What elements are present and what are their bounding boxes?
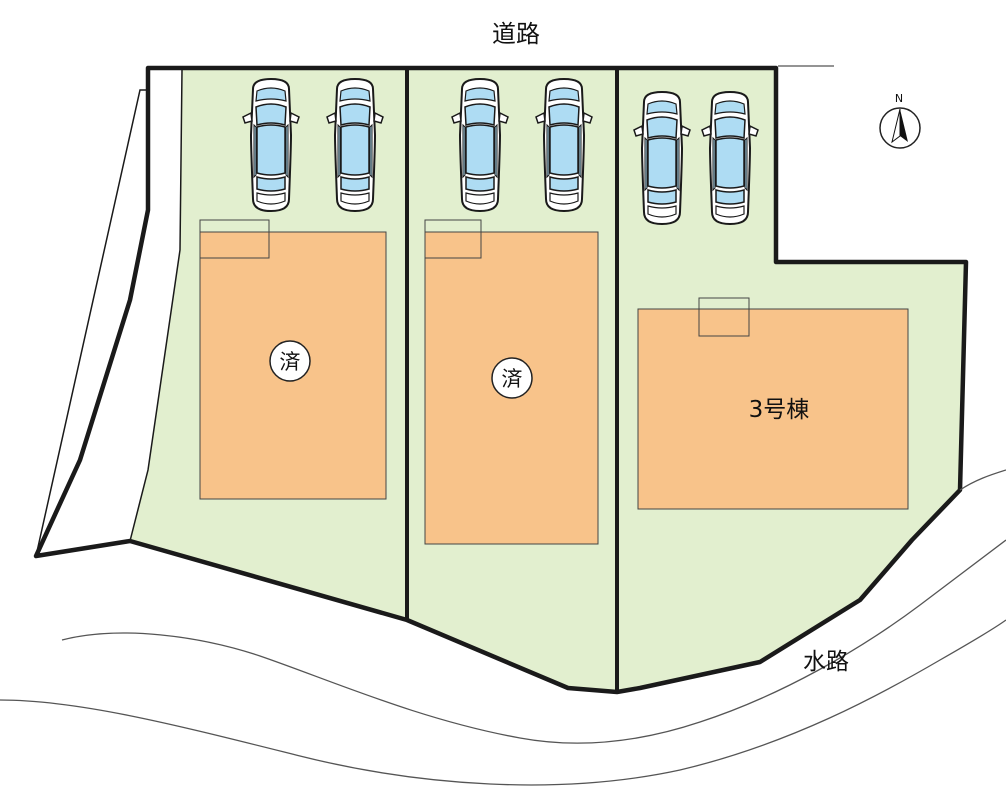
site-boundary xyxy=(33,65,969,695)
compass-north-label: N xyxy=(895,92,903,105)
north-arrow-icon xyxy=(879,107,921,149)
lot-2-status: 済 xyxy=(502,367,523,391)
sold-badge-circle xyxy=(269,340,311,382)
house-1-entrance xyxy=(199,219,270,259)
waterway-right-bank xyxy=(959,469,1006,491)
waterway-lower-bank xyxy=(0,619,1006,786)
house-3 xyxy=(637,308,909,510)
waterway-label: 水路 xyxy=(803,649,849,675)
house-3-entrance xyxy=(698,297,750,337)
waterway-upper-bank xyxy=(61,539,1006,744)
lot-3-label: 3号棟 xyxy=(749,397,810,423)
house-2-entrance xyxy=(424,219,482,259)
road-label: 道路 xyxy=(492,20,540,48)
lot-1-left-edge xyxy=(129,69,183,542)
sold-badge-circle xyxy=(491,357,533,399)
lot-1-status: 済 xyxy=(280,350,301,374)
left-strip-boundary xyxy=(35,89,149,557)
